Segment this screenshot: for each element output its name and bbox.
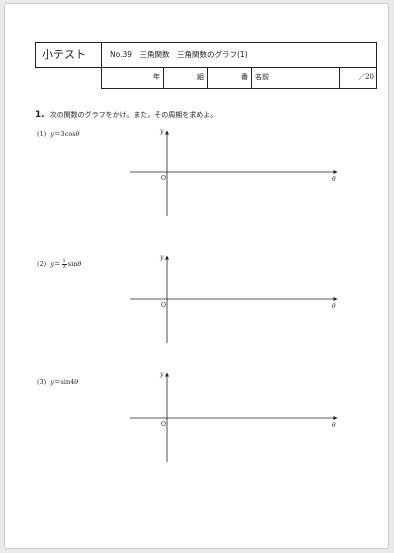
quiz-title: 小テスト: [36, 43, 102, 67]
y-axis-label-3: y: [159, 371, 164, 378]
origin-label-3: O: [161, 421, 166, 428]
question-number: 1.: [35, 110, 45, 120]
graph-2[interactable]: y O θ: [130, 254, 338, 343]
class-label: 組: [197, 73, 204, 81]
name-label: 名前: [255, 73, 269, 81]
header-table: 小テスト No.39 三角関数 三角関数のグラフ(1) 年 組 番 名前 ／20: [35, 42, 377, 92]
origin-label-2: O: [161, 302, 166, 309]
x-axis-label-1: θ: [332, 176, 336, 183]
year-label: 年: [153, 73, 160, 81]
number-label: 番: [241, 73, 248, 81]
x-axis-label-3: θ: [332, 422, 336, 429]
header-title-row: 小テスト No.39 三角関数 三角関数のグラフ(1): [35, 42, 377, 68]
origin-label-1: O: [161, 175, 166, 182]
worksheet-page: 小テスト No.39 三角関数 三角関数のグラフ(1) 年 組 番 名前 ／20…: [4, 3, 389, 549]
question-title: 1. 次の関数のグラフをかけ。また，その周期を求めよ。: [35, 110, 217, 120]
year-cell[interactable]: 年: [102, 67, 164, 88]
number-cell[interactable]: 番: [208, 67, 252, 88]
problem-3-label: (3) y＝sin4θ: [37, 378, 79, 386]
score-label: ／20: [358, 73, 374, 81]
problem-1-label: (1) y＝3cosθ: [37, 130, 80, 138]
class-cell[interactable]: 組: [164, 67, 208, 88]
header-info-row: 年 組 番 名前 ／20: [101, 67, 377, 89]
graph-3[interactable]: y O θ: [130, 371, 338, 462]
question-text: 次の関数のグラフをかけ。また，その周期を求めよ。: [49, 111, 218, 119]
graph-1[interactable]: y O θ: [130, 128, 338, 216]
score-cell[interactable]: ／20: [340, 67, 377, 88]
quiz-subtitle: No.39 三角関数 三角関数のグラフ(1): [110, 50, 248, 59]
x-axis-label-2: θ: [332, 303, 336, 310]
y-axis-label-1: y: [159, 128, 164, 135]
name-cell[interactable]: 名前: [252, 67, 340, 88]
graph-axes: y O θ y O θ y O θ: [130, 128, 338, 462]
y-axis-label-2: y: [159, 254, 164, 261]
